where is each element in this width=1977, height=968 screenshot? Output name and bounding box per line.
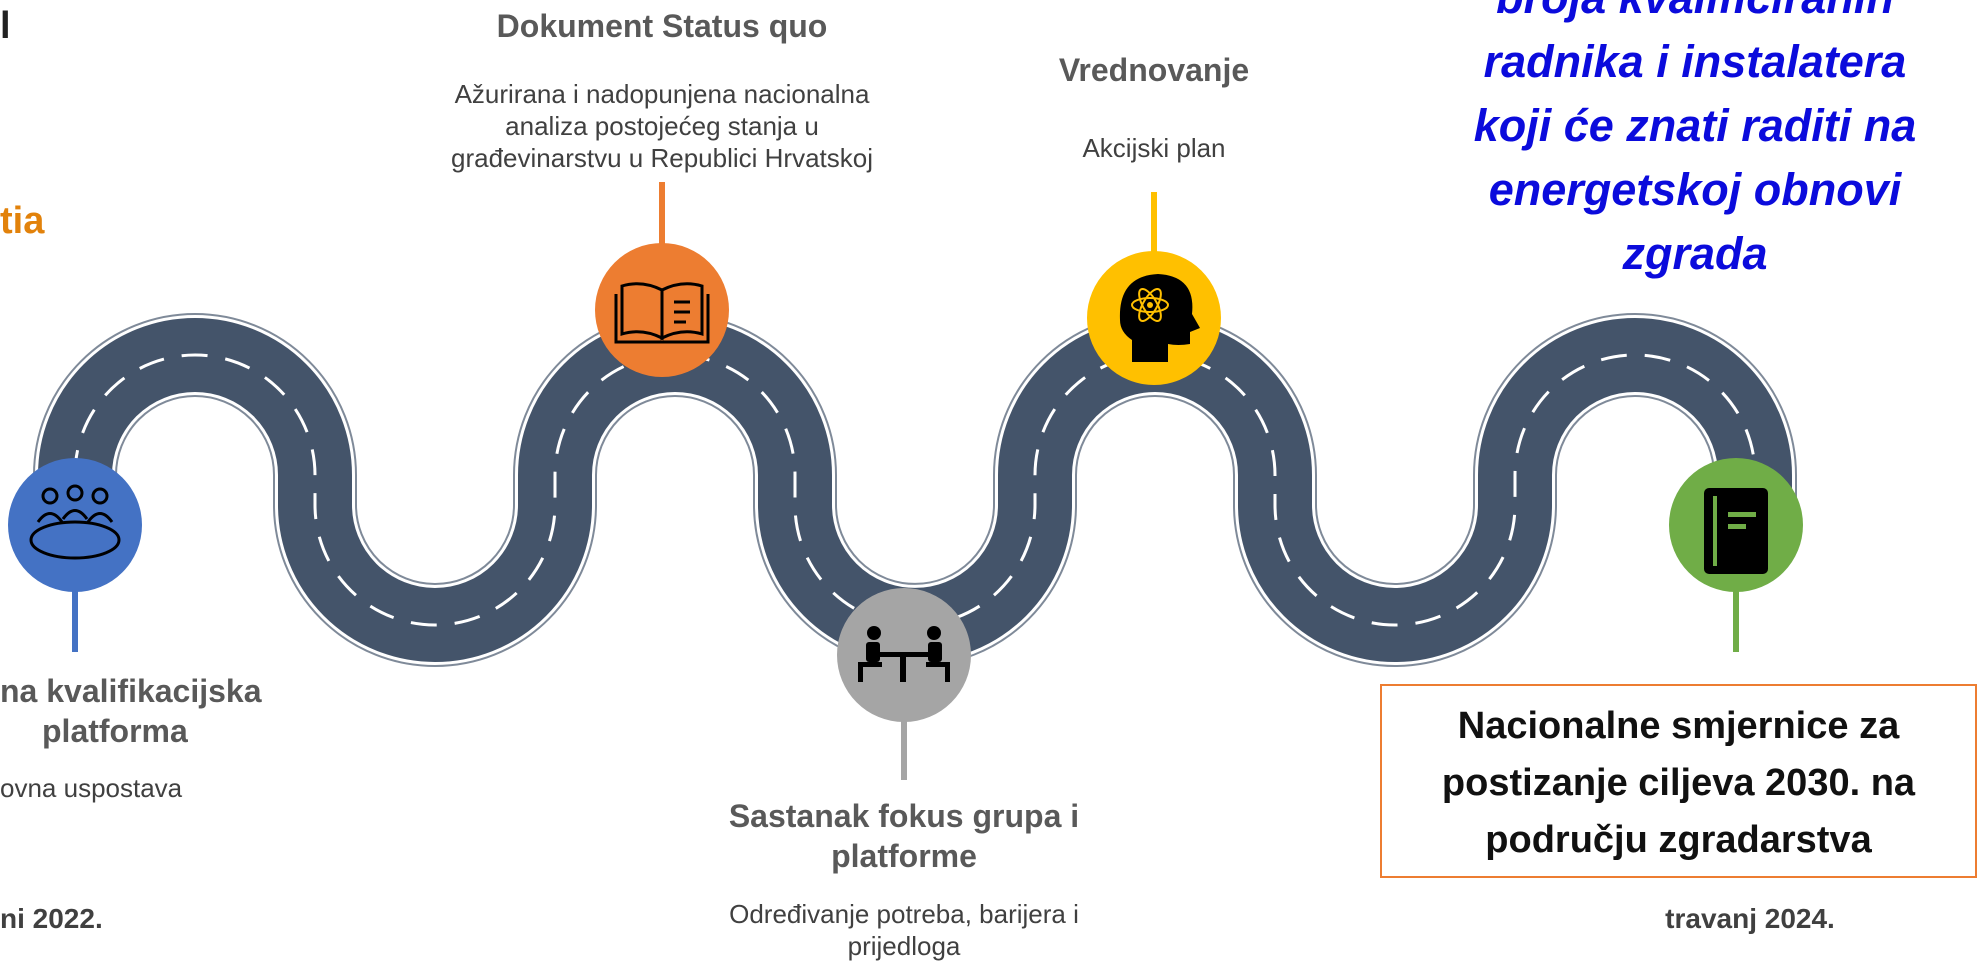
focus-desc: Određivanje potreba, barijera i prijedlo… [654,898,1154,962]
focus-marker [837,588,971,722]
platform-title-line2: platforma [42,713,188,749]
guidelines-box-line: postizanje ciljeva 2030. na [1441,762,1916,804]
platform-title-line1: na kvalifikacijska [0,673,262,709]
goal-text-line: energetskoj obnovi [1488,164,1902,215]
meeting-table-icon [29,484,121,560]
focus-desc-line: Određivanje potreba, barijera i [729,899,1079,929]
head-atom-icon [1119,274,1200,362]
focus-desc-line: prijedloga [847,931,961,961]
guidelines-date: travanj 2024. [1665,903,1835,934]
left-orange-fragment: tia [0,200,45,242]
status-quo-desc: Ažurirana i nadopunjena nacionalna anali… [392,78,932,174]
platform-desc: ovna uspostava [0,773,183,803]
notebook-icon [1704,488,1768,574]
status-quo-desc-line: građevinarstvu u Republici Hrvatskoj [451,143,873,173]
status-quo-marker [595,243,729,377]
goal-text: broja kvalificiranih radnika i instalate… [1425,0,1965,286]
goal-text-line: koji će znati raditi na [1473,100,1917,151]
goal-text-line: zgrada [1622,228,1768,279]
evaluation-title: Vrednovanje [1058,52,1250,88]
guidelines-box: Nacionalne smjernice za postizanje cilje… [1380,684,1977,878]
focus-title: Sastanak fokus grupa i platforme [654,796,1154,876]
status-quo-desc-line: Ažurirana i nadopunjena nacionalna [454,79,870,109]
evaluation-marker [1087,251,1221,385]
goal-text-line: broja kvalificiranih [1425,0,1965,30]
guidelines-marker [1669,458,1803,592]
status-quo-title: Dokument Status quo [496,8,828,44]
guidelines-box-line: području zgradarstva [1485,819,1872,861]
evaluation-desc: Akcijski plan [1082,133,1226,163]
guidelines-box-line: Nacionalne smjernice za [1457,705,1900,747]
open-book-icon [614,282,710,344]
focus-title-line2: platforme [831,838,977,874]
platform-title: na kvalifikacijska platforma [0,671,320,751]
left-top-fragment: l [0,5,11,47]
focus-title-line1: Sastanak fokus grupa i [728,798,1080,834]
meeting-people-icon [858,626,950,682]
platform-date: ni 2022. [0,903,103,934]
status-quo-desc-line: analiza postojećeg stanja u [505,111,819,141]
goal-text-line: radnika i instalatera [1483,36,1907,87]
platform-marker [8,458,142,592]
